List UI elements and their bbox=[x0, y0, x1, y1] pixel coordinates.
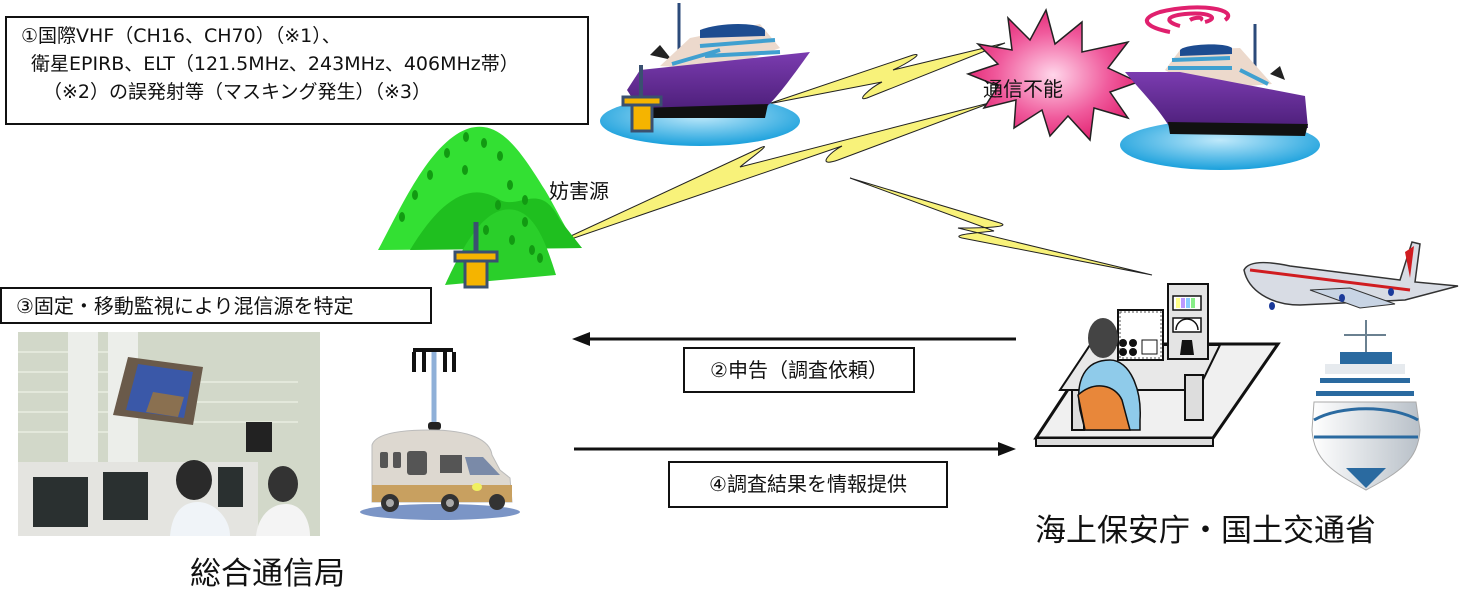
bureau-label: 総合通信局 bbox=[190, 556, 345, 592]
communication-failure-label: 通信不能 bbox=[983, 77, 1063, 101]
step1-note: ①国際VHF（CH16、CH70）（※1）、 衛星EPIRB、ELT（121.5… bbox=[5, 16, 589, 125]
control-room-photo bbox=[18, 332, 320, 536]
step2-text: ②申告（調査依頼） bbox=[710, 358, 888, 382]
ship-front-icon bbox=[1311, 320, 1421, 491]
step1-line3: （※2）の誤発射等（マスキング発生）（※3） bbox=[43, 81, 431, 103]
step1-line2: 衛星EPIRB、ELT（121.5MHz、243MHz、406MHz帯） bbox=[31, 53, 519, 75]
explosion-burst-icon bbox=[965, 7, 1140, 142]
interference-source-label: 妨害源 bbox=[549, 179, 609, 203]
cruise-ship-icon bbox=[1120, 24, 1320, 170]
mountain-icon bbox=[378, 126, 582, 285]
coast-guard-label: 海上保安庁・国土交通省 bbox=[1035, 513, 1376, 549]
monitoring-van-icon bbox=[360, 348, 520, 520]
step2-note: ②申告（調査依頼） bbox=[683, 347, 915, 393]
antenna-icon bbox=[621, 65, 663, 133]
step4-text: ④調査結果を情報提供 bbox=[709, 472, 907, 496]
signal-waves-icon bbox=[1144, 5, 1231, 34]
step3-note: ③固定・移動監視により混信源を特定 bbox=[0, 287, 432, 324]
step3-text: ③固定・移動監視により混信源を特定 bbox=[16, 294, 354, 318]
step1-line1: ①国際VHF（CH16、CH70）（※1）、 bbox=[21, 25, 341, 47]
lightning-bolt-icon bbox=[544, 42, 1153, 276]
arrow-report-left bbox=[572, 332, 1016, 346]
arrow-result-right bbox=[574, 442, 1016, 456]
antenna-icon bbox=[453, 222, 499, 289]
airplane-icon bbox=[1243, 241, 1459, 310]
step4-note: ④調査結果を情報提供 bbox=[668, 461, 948, 508]
radio-operator-icon bbox=[1033, 283, 1281, 447]
